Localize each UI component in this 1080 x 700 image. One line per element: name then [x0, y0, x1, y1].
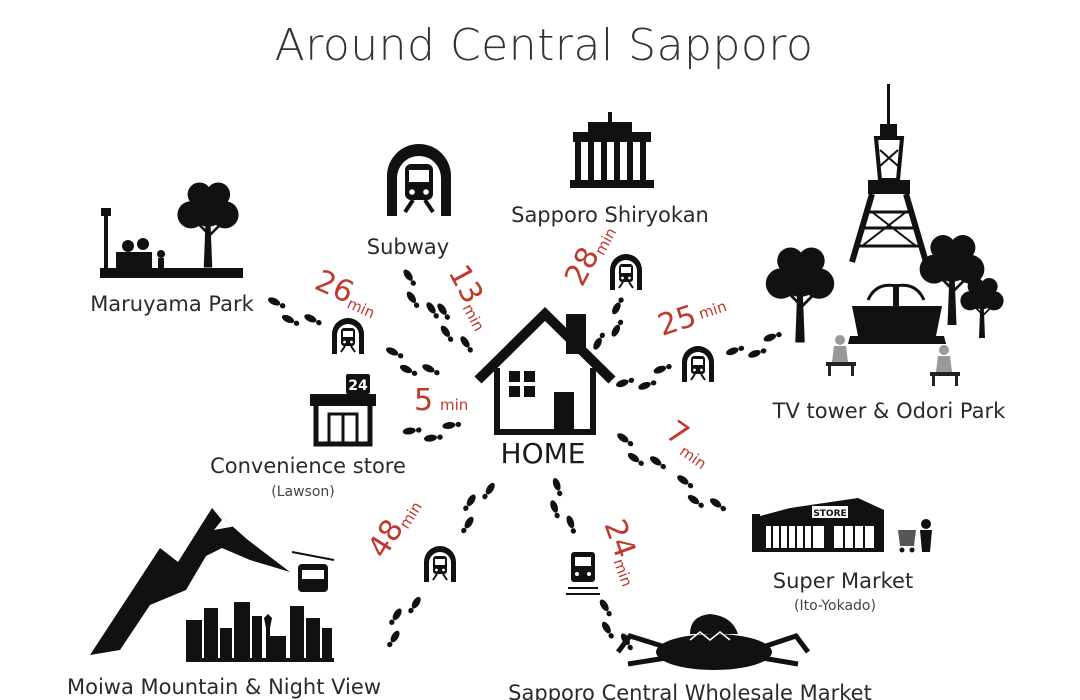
- footsteps-icon: [377, 590, 422, 649]
- market-sign: STORE: [813, 509, 846, 519]
- moiwa-mountain-illustration: [90, 508, 335, 662]
- page-title: Around Central Sapporo: [275, 20, 814, 71]
- convenience-label: Convenience store: [210, 454, 406, 478]
- subway-icon: [331, 317, 365, 355]
- footsteps-icon: [381, 346, 441, 386]
- subway-station-icon: [385, 142, 453, 218]
- footsteps-icon: [393, 268, 440, 326]
- supermarket-sublabel: (Ito-Yokado): [794, 598, 876, 614]
- subway-icon: [609, 253, 643, 291]
- park-illustration: [100, 181, 243, 278]
- footsteps-icon: [610, 431, 668, 478]
- shiryokan-label: Sapporo Shiryokan: [511, 203, 709, 227]
- supermarket-label: Super Market: [773, 569, 913, 593]
- moiwa-label: Moiwa Mountain & Night View: [67, 675, 381, 699]
- tv-tower-illustration: [764, 84, 1005, 386]
- tvtower-time: 25: [654, 299, 701, 344]
- home-house-icon: [474, 306, 616, 435]
- shiryokan-time-unit: min: [591, 225, 620, 258]
- footsteps-icon: [451, 476, 496, 535]
- home-label: HOME: [501, 437, 586, 470]
- convenience-sublabel: (Lawson): [271, 484, 335, 500]
- subway-icon: [681, 345, 715, 383]
- supermarket-time-unit: min: [676, 442, 710, 473]
- tvtower-label: TV tower & Odori Park: [772, 399, 1006, 423]
- footsteps-icon: [725, 330, 786, 366]
- shiryokan-building-icon: [570, 112, 654, 188]
- footsteps-icon: [402, 420, 463, 445]
- convenience-time-unit: min: [440, 396, 468, 414]
- store-hours-badge: 24: [348, 378, 368, 394]
- convenience-store-icon: 24: [310, 374, 376, 447]
- subway-time: 13: [441, 259, 490, 309]
- footsteps-icon: [592, 296, 634, 356]
- wholesale-label: Sapporo Central Wholesale Market: [508, 681, 872, 700]
- subway-icon: [423, 545, 457, 583]
- tvtower-time-unit: min: [696, 297, 728, 323]
- subway-label: Subway: [367, 235, 449, 259]
- crab-illustration: [616, 614, 810, 670]
- wholesale-time: 24: [596, 515, 642, 563]
- maruyama-label: Maruyama Park: [90, 292, 254, 316]
- footsteps-icon: [263, 296, 323, 336]
- convenience-time: 5: [414, 383, 433, 418]
- supermarket-building-icon: STORE: [752, 498, 932, 553]
- footsteps-icon: [589, 598, 634, 657]
- tram-icon: [566, 552, 600, 595]
- footsteps-icon: [542, 477, 578, 538]
- footsteps-icon: [670, 473, 728, 520]
- wholesale-time-unit: min: [609, 556, 636, 589]
- subway-time-unit: min: [459, 301, 488, 334]
- footsteps-icon: [615, 362, 676, 398]
